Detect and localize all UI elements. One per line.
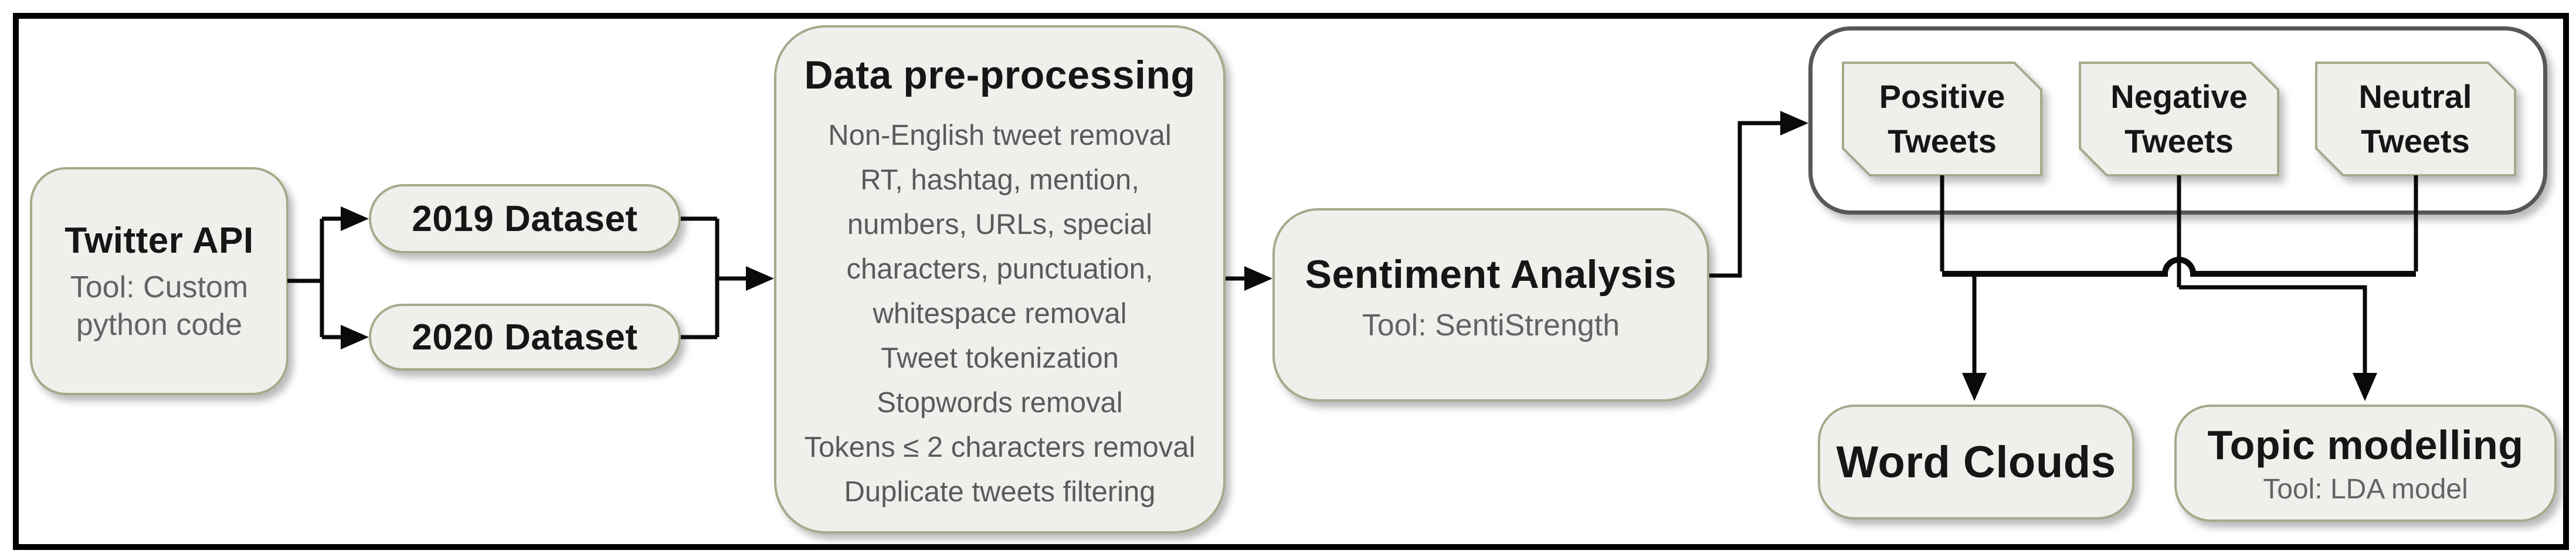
neutral-tweets-shape [2315,62,2516,176]
node-topic-modelling: Topic modelling Tool: LDA model [2174,405,2557,522]
arrowhead-sentiment [1244,266,1272,291]
topic-modelling-subtitle: Tool: LDA model [2263,474,2468,505]
preprocessing-step: Tweet tokenization [881,342,1119,374]
connector-to-container [1709,121,1782,278]
preprocessing-step: Duplicate tweets filtering [844,476,1156,508]
neutral-tweets-line2: Tweets [2361,123,2470,159]
preprocessing-step: characters, punctuation, [846,253,1153,285]
connector-to-topic [2179,285,2367,375]
positive-tweets-line1: Positive [1879,78,2005,115]
neutral-tweets-line1: Neutral [2358,78,2472,115]
twitter-api-subtitle-line1: Tool: Custom [70,270,249,304]
arrowhead-topic [2353,373,2377,401]
positive-tweets-line2: Tweets [1888,123,1997,159]
topic-modelling-title: Topic modelling [2207,422,2524,468]
data-preprocessing-title: Data pre-processing [804,53,1196,97]
arrowhead-preprocessing [746,266,774,291]
word-clouds-title: Word Clouds [1836,437,2116,487]
node-data-preprocessing: Data pre-processing Non-English tweet re… [774,25,1226,534]
negative-tweets-line2: Tweets [2124,123,2234,159]
twitter-api-subtitle-line2: python code [76,307,243,342]
positive-tweets-label: Positive Tweets [1843,63,2041,175]
dataset-2019-label: 2019 Dataset [412,198,638,239]
data-preprocessing-steps: Non-English tweet removal RT, hashtag, m… [805,113,1196,514]
sentiment-analysis-subtitle: Tool: SentiStrength [1362,308,1620,342]
arrowhead-2020 [341,325,369,349]
negative-tweets-line1: Negative [2110,78,2248,115]
arrowhead-wordclouds [1962,373,1987,401]
preprocessing-step: Non-English tweet removal [828,120,1172,151]
sentiment-analysis-title: Sentiment Analysis [1305,252,1677,297]
arrowhead-2019 [341,206,369,231]
dataset-2020-label: 2020 Dataset [412,317,638,358]
positive-tweets-shape [1842,62,2042,176]
node-word-clouds: Word Clouds [1818,405,2134,519]
negative-tweets-shape [2079,62,2279,176]
node-twitter-api: Twitter API Tool: Custom python code [30,167,289,395]
twitter-api-title: Twitter API [65,220,254,261]
preprocessing-step: numbers, URLs, special [847,209,1153,240]
preprocessing-step: whitespace removal [873,298,1127,330]
neutral-tweets-label: Neutral Tweets [2316,63,2514,175]
twitter-api-subtitle: Tool: Custom python code [70,269,248,344]
node-sentiment-analysis: Sentiment Analysis Tool: SentiStrength [1272,208,1709,402]
figure-border-frame [13,13,2569,550]
node-dataset-2019: 2019 Dataset [369,184,681,253]
negative-tweets-label: Negative Tweets [2080,63,2278,175]
preprocessing-step: Tokens ≤ 2 characters removal [804,432,1196,463]
arrowhead-container [1780,111,1808,135]
preprocessing-step: RT, hashtag, mention, [860,164,1139,196]
preprocessing-step: Stopwords removal [877,387,1123,419]
node-dataset-2020: 2020 Dataset [369,304,681,371]
